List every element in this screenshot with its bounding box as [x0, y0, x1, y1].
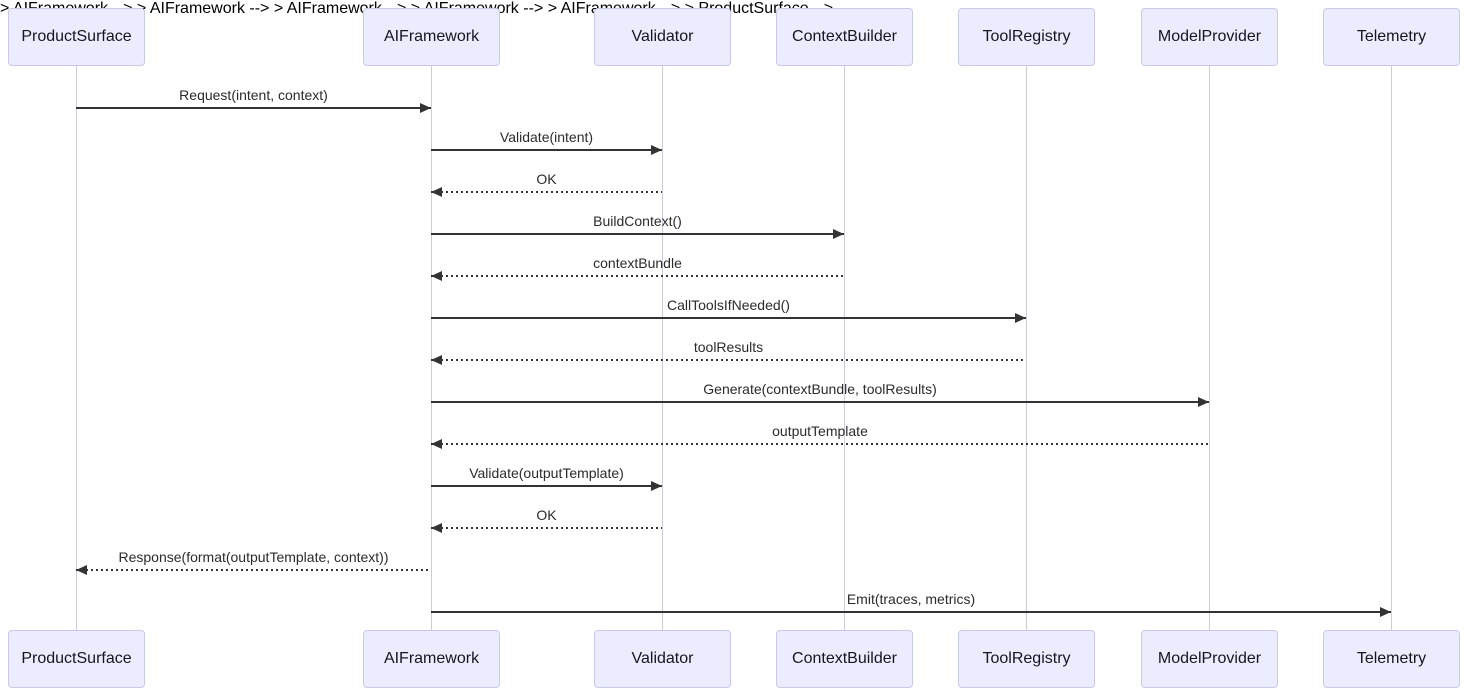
message-2-arrow — [431, 145, 662, 155]
actor-label: Validator — [631, 28, 694, 45]
arrowhead-right-icon — [651, 481, 662, 491]
lifeline-validator — [662, 66, 663, 630]
message-12-arrow — [76, 565, 431, 575]
lifeline-contextbuilder — [844, 66, 845, 630]
actor-bottom-aiframework: AIFramework — [363, 630, 500, 688]
actor-label: Telemetry — [1356, 650, 1427, 667]
arrowhead-right-icon — [1015, 313, 1026, 323]
message-13-arrow — [431, 607, 1391, 617]
arrowhead-right-icon — [651, 145, 662, 155]
actor-label: ModelProvider — [1157, 28, 1262, 45]
message-5-arrow — [431, 271, 844, 281]
message-9-arrow — [431, 439, 1209, 449]
message-6-label: CallToolsIfNeeded() — [667, 297, 790, 313]
message-7-label: toolResults — [693, 339, 764, 355]
actor-top-productsurface: ProductSurface — [8, 8, 145, 66]
message-1-arrow — [76, 103, 431, 113]
message-13-label: Emit(traces, metrics) — [846, 591, 976, 607]
actor-bottom-validator: Validator — [594, 630, 731, 688]
message-12-label: Response(format(outputTemplate, context)… — [118, 549, 389, 565]
arrowhead-right-icon — [420, 103, 431, 113]
lifeline-aiframework — [431, 66, 432, 630]
actor-bottom-productsurface: ProductSurface — [8, 630, 145, 688]
actor-label: ProductSurface — [21, 28, 132, 45]
message-7-arrow — [431, 355, 1026, 365]
arrowhead-left-icon — [431, 187, 442, 197]
actor-bottom-modelprovider: ModelProvider — [1141, 630, 1278, 688]
actor-top-validator: Validator — [594, 8, 731, 66]
message-5-label: contextBundle — [593, 255, 682, 271]
message-11-label: OK — [536, 507, 557, 523]
actor-label: Telemetry — [1356, 28, 1427, 45]
actor-label: ModelProvider — [1157, 650, 1262, 667]
message-4-arrow — [431, 229, 844, 239]
actor-top-aiframework: AIFramework — [363, 8, 500, 66]
arrowhead-left-icon — [431, 355, 442, 365]
actor-label: ContextBuilder — [792, 650, 897, 667]
message-8-label: Generate(contextBundle, toolResults) — [703, 381, 937, 397]
arrowhead-right-icon — [833, 229, 844, 239]
message-11-arrow — [431, 523, 662, 533]
actor-top-contextbuilder: ContextBuilder — [776, 8, 913, 66]
actor-top-telemetry: Telemetry — [1323, 8, 1460, 66]
actor-top-modelprovider: ModelProvider — [1141, 8, 1278, 66]
message-4-label: BuildContext() — [593, 213, 682, 229]
message-1-label: Request(intent, context) — [179, 87, 328, 103]
actor-label: ProductSurface — [21, 650, 132, 667]
actor-label: Validator — [631, 650, 694, 667]
message-2-label: Validate(intent) — [499, 129, 594, 145]
actor-bottom-toolregistry: ToolRegistry — [958, 630, 1095, 688]
message-10-arrow — [431, 481, 662, 491]
arrowhead-left-icon — [431, 523, 442, 533]
actor-top-toolregistry: ToolRegistry — [958, 8, 1095, 66]
message-9-label: outputTemplate — [772, 423, 868, 439]
lifeline-modelprovider — [1209, 66, 1210, 630]
message-8-arrow — [431, 397, 1209, 407]
actor-bottom-contextbuilder: ContextBuilder — [776, 630, 913, 688]
arrowhead-right-icon — [1380, 607, 1391, 617]
actor-label: ToolRegistry — [982, 650, 1071, 667]
arrowhead-left-icon — [76, 565, 87, 575]
actor-label: AIFramework — [383, 650, 480, 667]
actor-label: ToolRegistry — [982, 28, 1071, 45]
lifeline-toolregistry — [1026, 66, 1027, 630]
actor-label: AIFramework — [383, 28, 480, 45]
message-6-arrow — [431, 313, 1026, 323]
arrowhead-left-icon — [431, 439, 442, 449]
lifeline-telemetry — [1391, 66, 1392, 630]
actor-label: ContextBuilder — [792, 28, 897, 45]
actor-bottom-telemetry: Telemetry — [1323, 630, 1460, 688]
message-10-label: Validate(outputTemplate) — [469, 465, 624, 481]
message-3-label: OK — [536, 171, 557, 187]
message-3-arrow — [431, 187, 662, 197]
arrowhead-right-icon — [1198, 397, 1209, 407]
arrowhead-left-icon — [431, 271, 442, 281]
lifeline-productsurface — [76, 66, 77, 630]
